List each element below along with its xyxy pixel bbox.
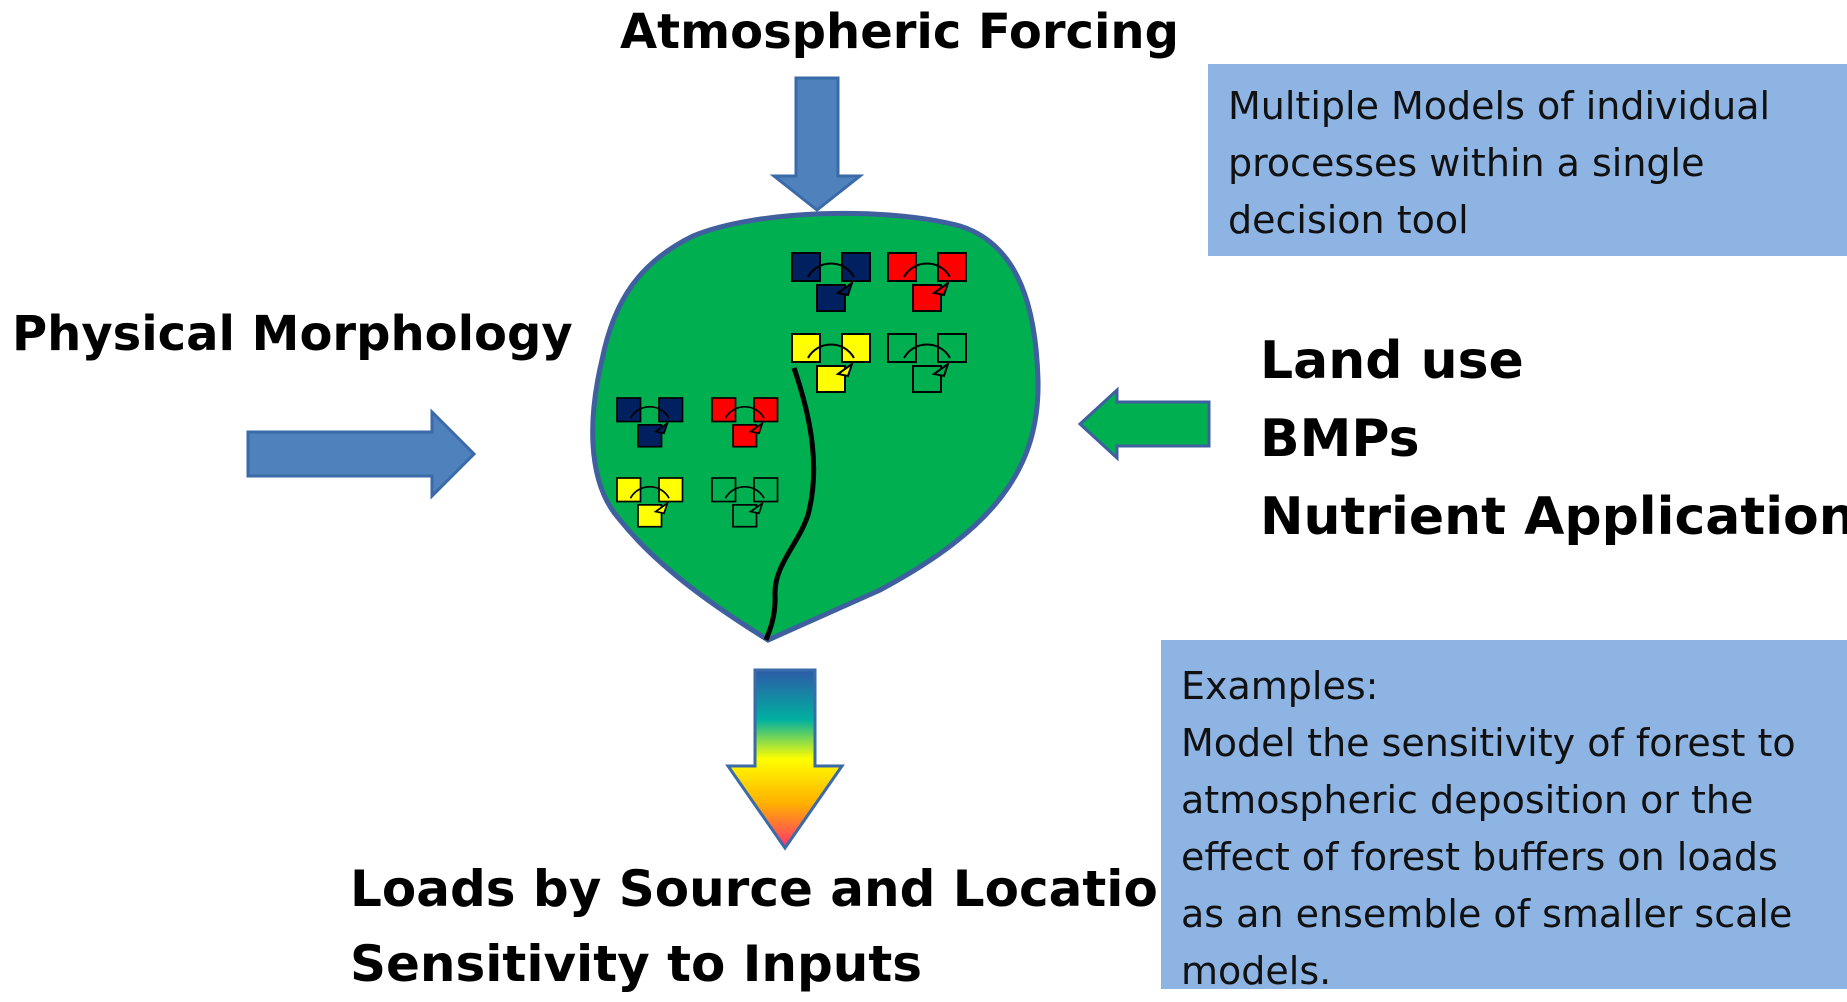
model-icon-navy-small (616, 397, 684, 448)
outputs-labels: Loads by Source and Location Sensitivity… (350, 852, 1193, 1002)
model-icon-red-large (887, 252, 967, 312)
atmospheric-forcing-label: Atmospheric Forcing (620, 4, 1179, 60)
stream-line (763, 367, 817, 641)
loads-label: Loads by Source and Location (350, 860, 1194, 918)
model-icon-red-small (711, 397, 779, 448)
watershed-shape (590, 210, 1041, 643)
examples-note: Examples: Model the sensitivity of fores… (1161, 640, 1847, 989)
nutrient-application-label: Nutrient Application (1260, 487, 1847, 547)
model-icon-yellow-large (791, 333, 871, 393)
physical-morphology-arrow (246, 408, 477, 500)
model-icon-green-large (887, 333, 967, 393)
physical-morphology-label: Physical Morphology (12, 306, 573, 362)
atmospheric-forcing-arrow (769, 76, 865, 212)
land-use-arrow (1077, 386, 1211, 462)
examples-heading: Examples: (1181, 664, 1379, 708)
land-inputs-labels: Land use BMPs Nutrient Application (1260, 322, 1847, 556)
loads-output-arrow (725, 668, 845, 851)
sensitivity-label: Sensitivity to Inputs (350, 935, 922, 993)
land-use-label: Land use (1260, 331, 1524, 391)
examples-body: Model the sensitivity of forest to atmos… (1181, 721, 1796, 989)
model-icon-yellow-small (616, 477, 684, 528)
bmps-label: BMPs (1260, 409, 1420, 469)
model-icon-green-small (711, 477, 779, 528)
model-icon-navy-large (791, 252, 871, 312)
multiple-models-note: Multiple Models of individual processes … (1208, 64, 1847, 256)
